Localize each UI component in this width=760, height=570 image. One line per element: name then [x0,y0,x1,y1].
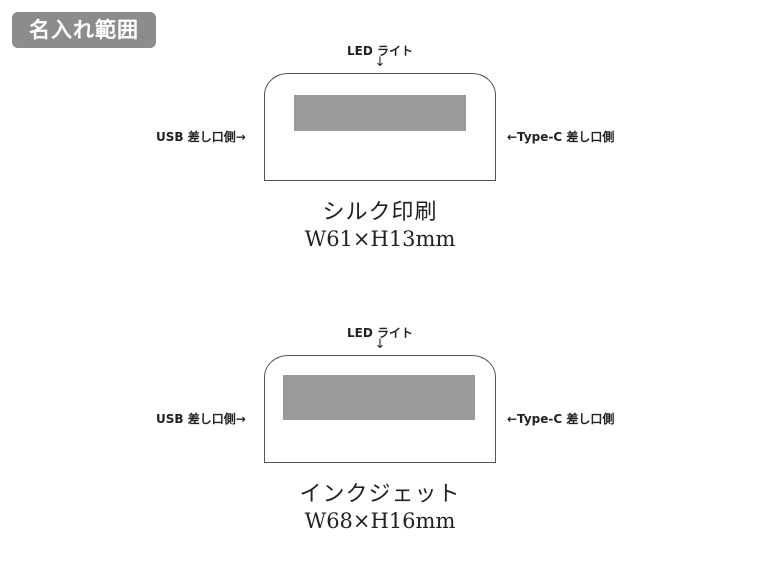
down-arrow-icon: ↓ [374,55,386,70]
type-c-port-label: ←Type-C 差し口側 [507,412,615,426]
led-light-label: LED ライト [347,44,413,58]
print-area [283,375,475,420]
device-outline [264,355,496,463]
print-size: W61×H13mm [304,227,456,251]
title-badge: 名入れ範囲 [12,12,156,48]
led-light-label: LED ライト [347,326,413,340]
print-method: インクジェット [299,482,461,507]
diagram-inkjet: LED ライト ↓ USB 差し口側→ ←Type-C 差し口側 インクジェット… [0,282,760,542]
down-arrow-icon: ↓ [374,337,386,352]
print-size: W68×H16mm [304,509,456,533]
device-outline [264,73,496,181]
type-c-port-label: ←Type-C 差し口側 [507,130,615,144]
diagram-silk-print: LED ライト ↓ USB 差し口側→ ←Type-C 差し口側 シルク印刷 W… [0,0,760,260]
usb-port-label: USB 差し口側→ [156,130,246,144]
print-method: シルク印刷 [322,200,438,225]
usb-port-label: USB 差し口側→ [156,412,246,426]
print-area [294,95,466,131]
